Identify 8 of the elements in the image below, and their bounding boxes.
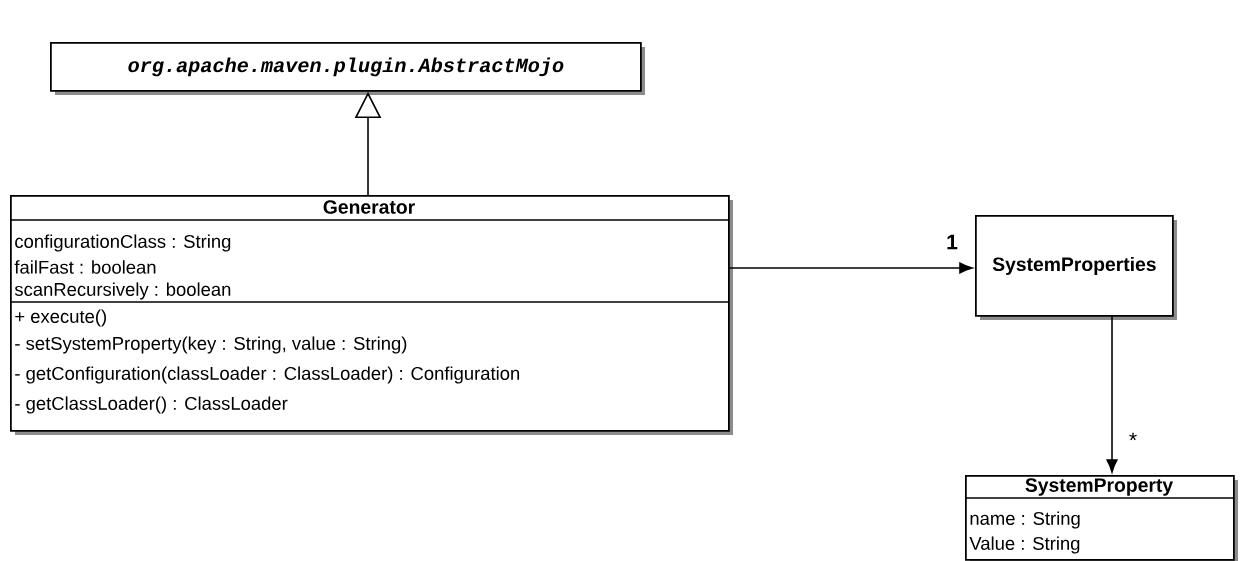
multiplicity-label: *	[1129, 432, 1137, 441]
class-box: SystemProperties	[975, 215, 1177, 320]
abstract-class-box: org.apache.maven.plugin.AbstractMojo	[50, 42, 645, 95]
class-box: SystemProperty name : String Value : String	[964, 475, 1238, 561]
class-box: Generator configurationClass : String failFast : boolean scanRecursively : boolean + execute() - setSystemProperty(key : String, value : String) - getConfiguration(classLoader : ClassLoader) : Configuration - getClassLoader() : ClassLoader	[9, 195, 733, 435]
association-arrow	[1106, 315, 1118, 473]
multiplicity-label: 1	[947, 234, 958, 250]
association-arrow	[729, 262, 973, 274]
